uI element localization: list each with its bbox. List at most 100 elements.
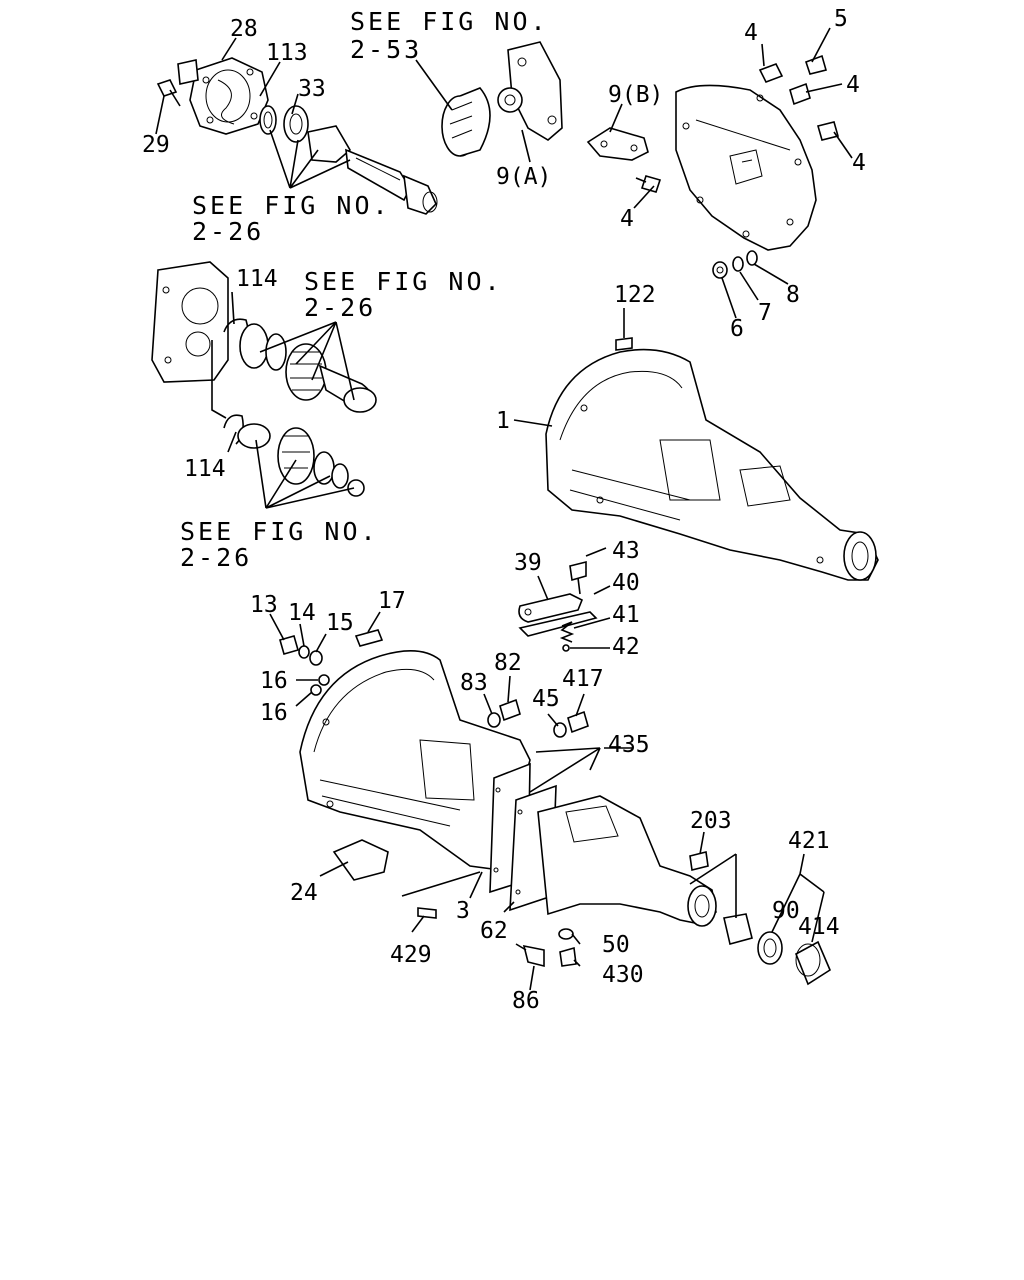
output-shaft: [307, 125, 438, 215]
callout-16-lower: 16: [260, 700, 288, 726]
pin-16-upper: [318, 674, 330, 686]
callout-50: 50: [602, 932, 630, 958]
callout-4-mid: 4: [846, 72, 860, 98]
callout-8: 8: [786, 282, 800, 308]
callout-40: 40: [612, 570, 640, 596]
callout-39: 39: [514, 550, 542, 576]
pin-16-lower: [310, 684, 322, 696]
bushing-203: [689, 851, 709, 871]
bolt-5: [804, 54, 827, 75]
callout-4-bracket: 4: [620, 206, 634, 232]
ref-2-26-c-line1: SEE FIG NO.: [180, 517, 379, 546]
bolt-29: [156, 79, 181, 107]
callout-42: 42: [612, 634, 640, 660]
callout-430: 430: [602, 962, 644, 988]
ref-2-26-c-line2: 2-26: [180, 543, 252, 572]
callout-7: 7: [758, 300, 772, 326]
lever-39: [518, 593, 584, 623]
callout-41: 41: [612, 602, 640, 628]
bolt-4-top: [758, 62, 784, 84]
plug-13: [279, 635, 299, 655]
gear-2-53: [441, 87, 491, 157]
countershaft-upper: [239, 323, 377, 413]
callout-82: 82: [494, 650, 522, 676]
ref-text-2-26-b: SEE FIG NO. 2-26: [304, 267, 503, 322]
bolt-4-bracket: [635, 175, 662, 193]
ball-42: [562, 644, 570, 652]
ref-2-26-b-line2: 2-26: [304, 293, 376, 322]
callout-16-upper: 16: [260, 668, 288, 694]
callout-4-top: 4: [744, 20, 758, 46]
callout-24: 24: [290, 880, 318, 906]
callout-9b: 9(B): [608, 82, 663, 108]
ref-2-26-a-line1: SEE FIG NO.: [192, 191, 391, 220]
ref-2-26-b-line1: SEE FIG NO.: [304, 267, 503, 296]
washer-15: [309, 650, 323, 666]
dust-cover-414: [794, 940, 832, 986]
callout-13: 13: [250, 592, 278, 618]
callout-29: 29: [142, 132, 170, 158]
callout-83: 83: [460, 670, 488, 696]
bracket-9b: [586, 127, 649, 161]
callout-1: 1: [496, 408, 510, 434]
ref-2-53-line1: SEE FIG NO.: [350, 7, 549, 36]
transmission-case-upper: [545, 348, 879, 581]
plug-82: [499, 698, 521, 722]
seal-ring-113: [259, 105, 277, 135]
bolt-86: [515, 943, 545, 968]
callout-28: 28: [230, 16, 258, 42]
washer-7: [732, 256, 744, 272]
callout-86: 86: [512, 988, 540, 1014]
callout-33: 33: [298, 76, 326, 102]
ref-text-2-26-a: SEE FIG NO. 2-26: [192, 191, 391, 246]
pin-429: [417, 907, 437, 919]
oil-seal-90: [757, 931, 783, 965]
callout-421: 421: [788, 828, 830, 854]
bracket-9a: [497, 41, 563, 141]
leader-lines: [155, 27, 853, 991]
callout-203: 203: [690, 808, 732, 834]
washer-14: [298, 645, 310, 659]
callout-114-lower: 114: [184, 456, 226, 482]
extension-housing-435: [537, 795, 717, 927]
callout-14: 14: [288, 600, 316, 626]
bearing-33: [283, 105, 309, 143]
callout-15: 15: [326, 610, 354, 636]
gasket-plate: [151, 261, 229, 383]
bolt-4-low: [817, 121, 839, 141]
callout-429: 429: [390, 942, 432, 968]
plate-40: [518, 611, 598, 637]
rear-cover-assembly: [177, 57, 269, 135]
ref-text-2-53: SEE FIG NO. 2-53: [350, 7, 549, 64]
callout-417: 417: [562, 666, 604, 692]
callout-62: 62: [480, 918, 508, 944]
bushing-421: [723, 913, 753, 945]
callout-4-low: 4: [852, 150, 866, 176]
callout-6: 6: [730, 316, 744, 342]
plug-83: [487, 712, 501, 728]
callout-5: 5: [834, 6, 848, 32]
callout-17: 17: [378, 588, 406, 614]
callout-3: 3: [456, 898, 470, 924]
washer-45: [553, 722, 567, 738]
nut-6: [712, 261, 728, 279]
bolt-43: [569, 560, 587, 595]
washer-50: [558, 928, 574, 940]
callout-114-upper: 114: [236, 266, 278, 292]
dowel-pin-122: [615, 337, 633, 351]
callout-labels: 28 1 13 33 29 9(B) 9(A) 4 5 4 4 4 8 7 6 1…: [142, 6, 866, 1014]
callout-9a: 9(A): [496, 164, 551, 190]
plug-430: [559, 946, 577, 967]
pin-17: [354, 629, 384, 647]
callout-90: 90: [772, 898, 800, 924]
callout-45: 45: [532, 686, 560, 712]
callout-43: 43: [612, 538, 640, 564]
plug-417: [567, 710, 589, 734]
ref-text-2-26-c: SEE FIG NO. 2-26: [180, 517, 379, 572]
shift-cover-24: [332, 839, 389, 881]
spring-41: [559, 621, 575, 643]
callout-414: 414: [798, 914, 840, 940]
bolt-4-mid: [789, 82, 811, 106]
washer-8: [746, 250, 758, 266]
